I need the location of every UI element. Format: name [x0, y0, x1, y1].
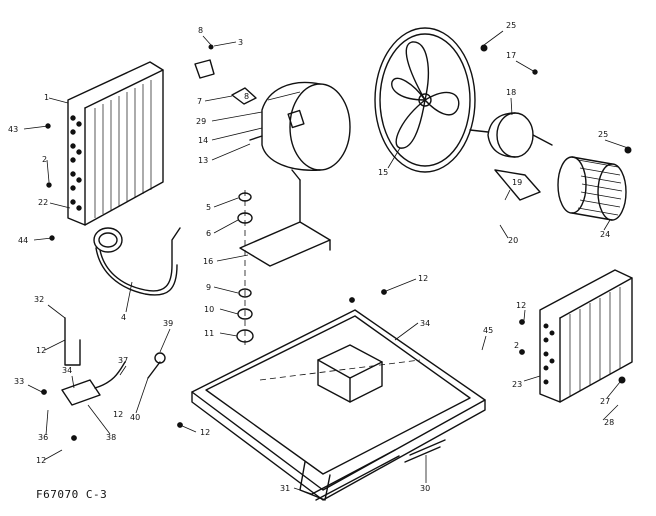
- label-3: 3: [238, 38, 243, 47]
- label-32: 32: [34, 295, 44, 304]
- label-25a: 25: [506, 21, 516, 30]
- label-6: 6: [206, 229, 211, 238]
- label-2b: 2: [514, 341, 519, 350]
- label-2: 2: [42, 155, 47, 164]
- label-9: 9: [206, 283, 211, 292]
- drain-rail: [311, 439, 446, 501]
- label-12e: 12: [36, 456, 46, 465]
- label-22: 22: [38, 198, 48, 207]
- drawing-code: F67070 C-3: [36, 488, 107, 501]
- label-36: 36: [38, 433, 48, 442]
- label-23: 23: [512, 380, 522, 389]
- fan-blade: [374, 27, 476, 173]
- hardware-bolts: [41, 44, 632, 441]
- label-13: 13: [198, 156, 208, 165]
- label-40: 40: [130, 413, 140, 422]
- label-12b: 12: [516, 301, 526, 310]
- label-27: 27: [600, 397, 610, 406]
- label-7: 7: [197, 97, 202, 106]
- compressor: [249, 81, 351, 181]
- refrigerant-tube: [93, 227, 181, 296]
- label-12a: 12: [418, 274, 428, 283]
- label-11: 11: [204, 329, 214, 338]
- valve-assembly: [61, 317, 166, 406]
- label-1: 1: [44, 93, 49, 102]
- evaporator-coil-right: [539, 269, 633, 403]
- label-10: 10: [204, 305, 214, 314]
- label-25b: 25: [598, 130, 608, 139]
- label-18: 18: [506, 88, 516, 97]
- label-5: 5: [206, 203, 211, 212]
- label-12c: 12: [36, 346, 46, 355]
- condenser-coil-left: [67, 61, 164, 226]
- label-30: 30: [420, 484, 430, 493]
- label-8: 8: [198, 26, 203, 35]
- label-17: 17: [506, 51, 516, 60]
- label-28: 28: [604, 418, 614, 427]
- callout-labels: 8 3 7 8 29 14 13 1 43 2 22 44 4 5 6 16 9…: [8, 21, 614, 493]
- label-8b: 8: [244, 92, 249, 101]
- fan-motor: [469, 112, 553, 201]
- label-37: 37: [118, 356, 128, 365]
- label-15: 15: [378, 168, 388, 177]
- label-38: 38: [106, 433, 116, 442]
- label-4: 4: [121, 313, 126, 322]
- terminal-cover: [194, 44, 257, 105]
- label-16: 16: [203, 257, 213, 266]
- label-12f: 12: [200, 428, 210, 437]
- label-34b: 34: [62, 366, 72, 375]
- label-31: 31: [280, 484, 290, 493]
- label-29: 29: [196, 117, 206, 126]
- base-pan: [191, 309, 486, 501]
- label-34a: 34: [420, 319, 430, 328]
- motor-bracket: [239, 179, 331, 267]
- label-33: 33: [14, 377, 24, 386]
- blower-wheel: [557, 156, 627, 221]
- label-43: 43: [8, 125, 18, 134]
- label-45: 45: [483, 326, 493, 335]
- label-44: 44: [18, 236, 28, 245]
- label-14: 14: [198, 136, 208, 145]
- grommet-stack: [236, 190, 254, 345]
- label-20: 20: [508, 236, 518, 245]
- label-39: 39: [163, 319, 173, 328]
- label-24: 24: [600, 230, 610, 239]
- label-19: 19: [512, 178, 522, 187]
- label-12d: 12: [113, 410, 123, 419]
- leader-lines: [23, 30, 629, 495]
